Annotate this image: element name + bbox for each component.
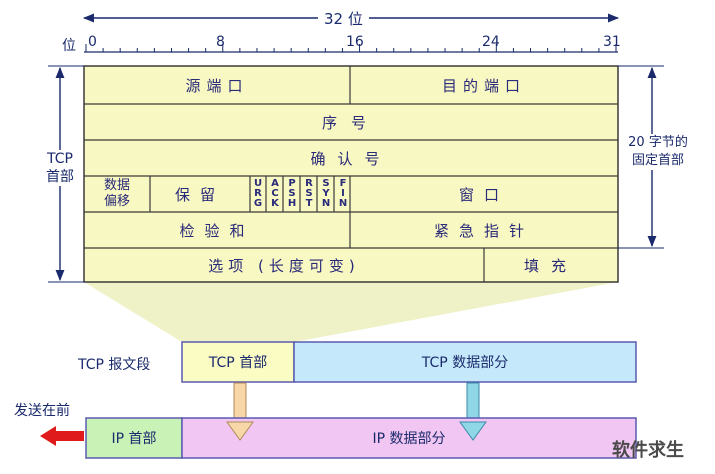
flag-psh: P S H <box>285 176 299 212</box>
tcp-header-arrow-tip <box>226 421 254 441</box>
flag-urg-char-1: U <box>253 178 263 189</box>
tcp-header-box <box>181 341 295 383</box>
reserved-field: 保留 <box>174 185 225 204</box>
flag-ack-char-2: C <box>271 188 279 199</box>
fixed-header-side-line1: 20 字节的 <box>628 135 688 150</box>
tcp-segment-label: TCP 报文段 <box>78 357 151 373</box>
flag-ack-char-1: A <box>271 178 279 189</box>
expansion-funnel <box>84 282 618 342</box>
tcp-header-side-label: TCP 首部 <box>38 150 82 186</box>
tcp-data-box-label: TCP 数据部分 <box>421 355 509 371</box>
ip-data-box <box>181 417 637 459</box>
data-offset-line2: 偏移 <box>103 194 130 209</box>
flag-fin: F I N <box>336 176 350 212</box>
ruler-ticks <box>85 44 617 52</box>
data-offset-field: 数据 偏移 <box>84 176 150 212</box>
fixed-header-side-line2: 固定首部 <box>631 153 684 168</box>
padding-field: 填充 <box>523 256 578 275</box>
bit-label: 位 <box>62 38 76 54</box>
header-table-frame <box>83 65 619 283</box>
flag-psh-char-1: P <box>288 178 296 189</box>
ip-header-box <box>85 417 183 459</box>
ack-number-field: 确认号 <box>310 149 392 168</box>
tick-label-16: 16 <box>346 34 364 50</box>
urgent-pointer-field: 紧急指针 <box>433 221 534 240</box>
flag-syn-char-1: S <box>322 178 330 189</box>
flag-syn: S Y N <box>319 176 333 212</box>
window-field: 窗口 <box>458 185 509 204</box>
flag-syn-char-3: N <box>321 198 331 209</box>
flag-ack-char-3: K <box>271 198 279 209</box>
flag-psh-char-3: H <box>287 198 297 209</box>
flag-fin-char-3: N <box>338 198 348 209</box>
tcp-header-side-line2: 首部 <box>46 169 74 185</box>
header-grid-lines <box>84 66 618 282</box>
data-offset-line1: 数据 <box>103 178 130 193</box>
tick-label-24: 24 <box>482 34 500 50</box>
options-field: 选项 (长度可变) <box>208 256 360 275</box>
tcp-data-box <box>293 341 637 383</box>
tick-label-0: 0 <box>88 34 97 50</box>
flag-urg-char-2: R <box>254 188 262 199</box>
flag-ack: A C K <box>268 176 282 212</box>
tcp-header-box-label: TCP 首部 <box>208 355 268 371</box>
flag-rst-char-1: R <box>305 178 313 189</box>
send-first-arrow <box>40 426 84 446</box>
flag-urg: U R G <box>251 176 265 212</box>
flag-rst-char-2: S <box>305 188 313 199</box>
ip-header-box-label: IP 首部 <box>111 431 157 447</box>
ip-data-box-label: IP 数据部分 <box>372 431 446 447</box>
width-label: 32 位 <box>318 8 369 29</box>
watermark-text: 软件求生 <box>612 440 684 461</box>
fixed-header-side-label: 20 字节的 固定首部 <box>622 134 694 170</box>
flag-fin-char-1: F <box>339 178 347 189</box>
flag-rst: R S T <box>302 176 316 212</box>
source-port-field: 源端口 <box>185 76 249 95</box>
tcp-data-arrow-tip <box>459 421 487 441</box>
dest-port-field: 目的端口 <box>441 76 526 95</box>
flag-urg-char-3: G <box>253 198 263 209</box>
tick-label-8: 8 <box>216 34 225 50</box>
flag-psh-char-2: S <box>288 188 296 199</box>
sequence-number-field: 序号 <box>321 113 380 132</box>
flag-fin-char-2: I <box>341 188 345 199</box>
checksum-field: 检验和 <box>179 221 255 240</box>
send-first-label: 发送在前 <box>14 403 70 419</box>
flag-syn-char-2: Y <box>322 188 330 199</box>
flag-rst-char-3: T <box>305 198 313 209</box>
tcp-header-side-line1: TCP <box>47 151 73 167</box>
tick-label-31: 31 <box>603 34 621 50</box>
